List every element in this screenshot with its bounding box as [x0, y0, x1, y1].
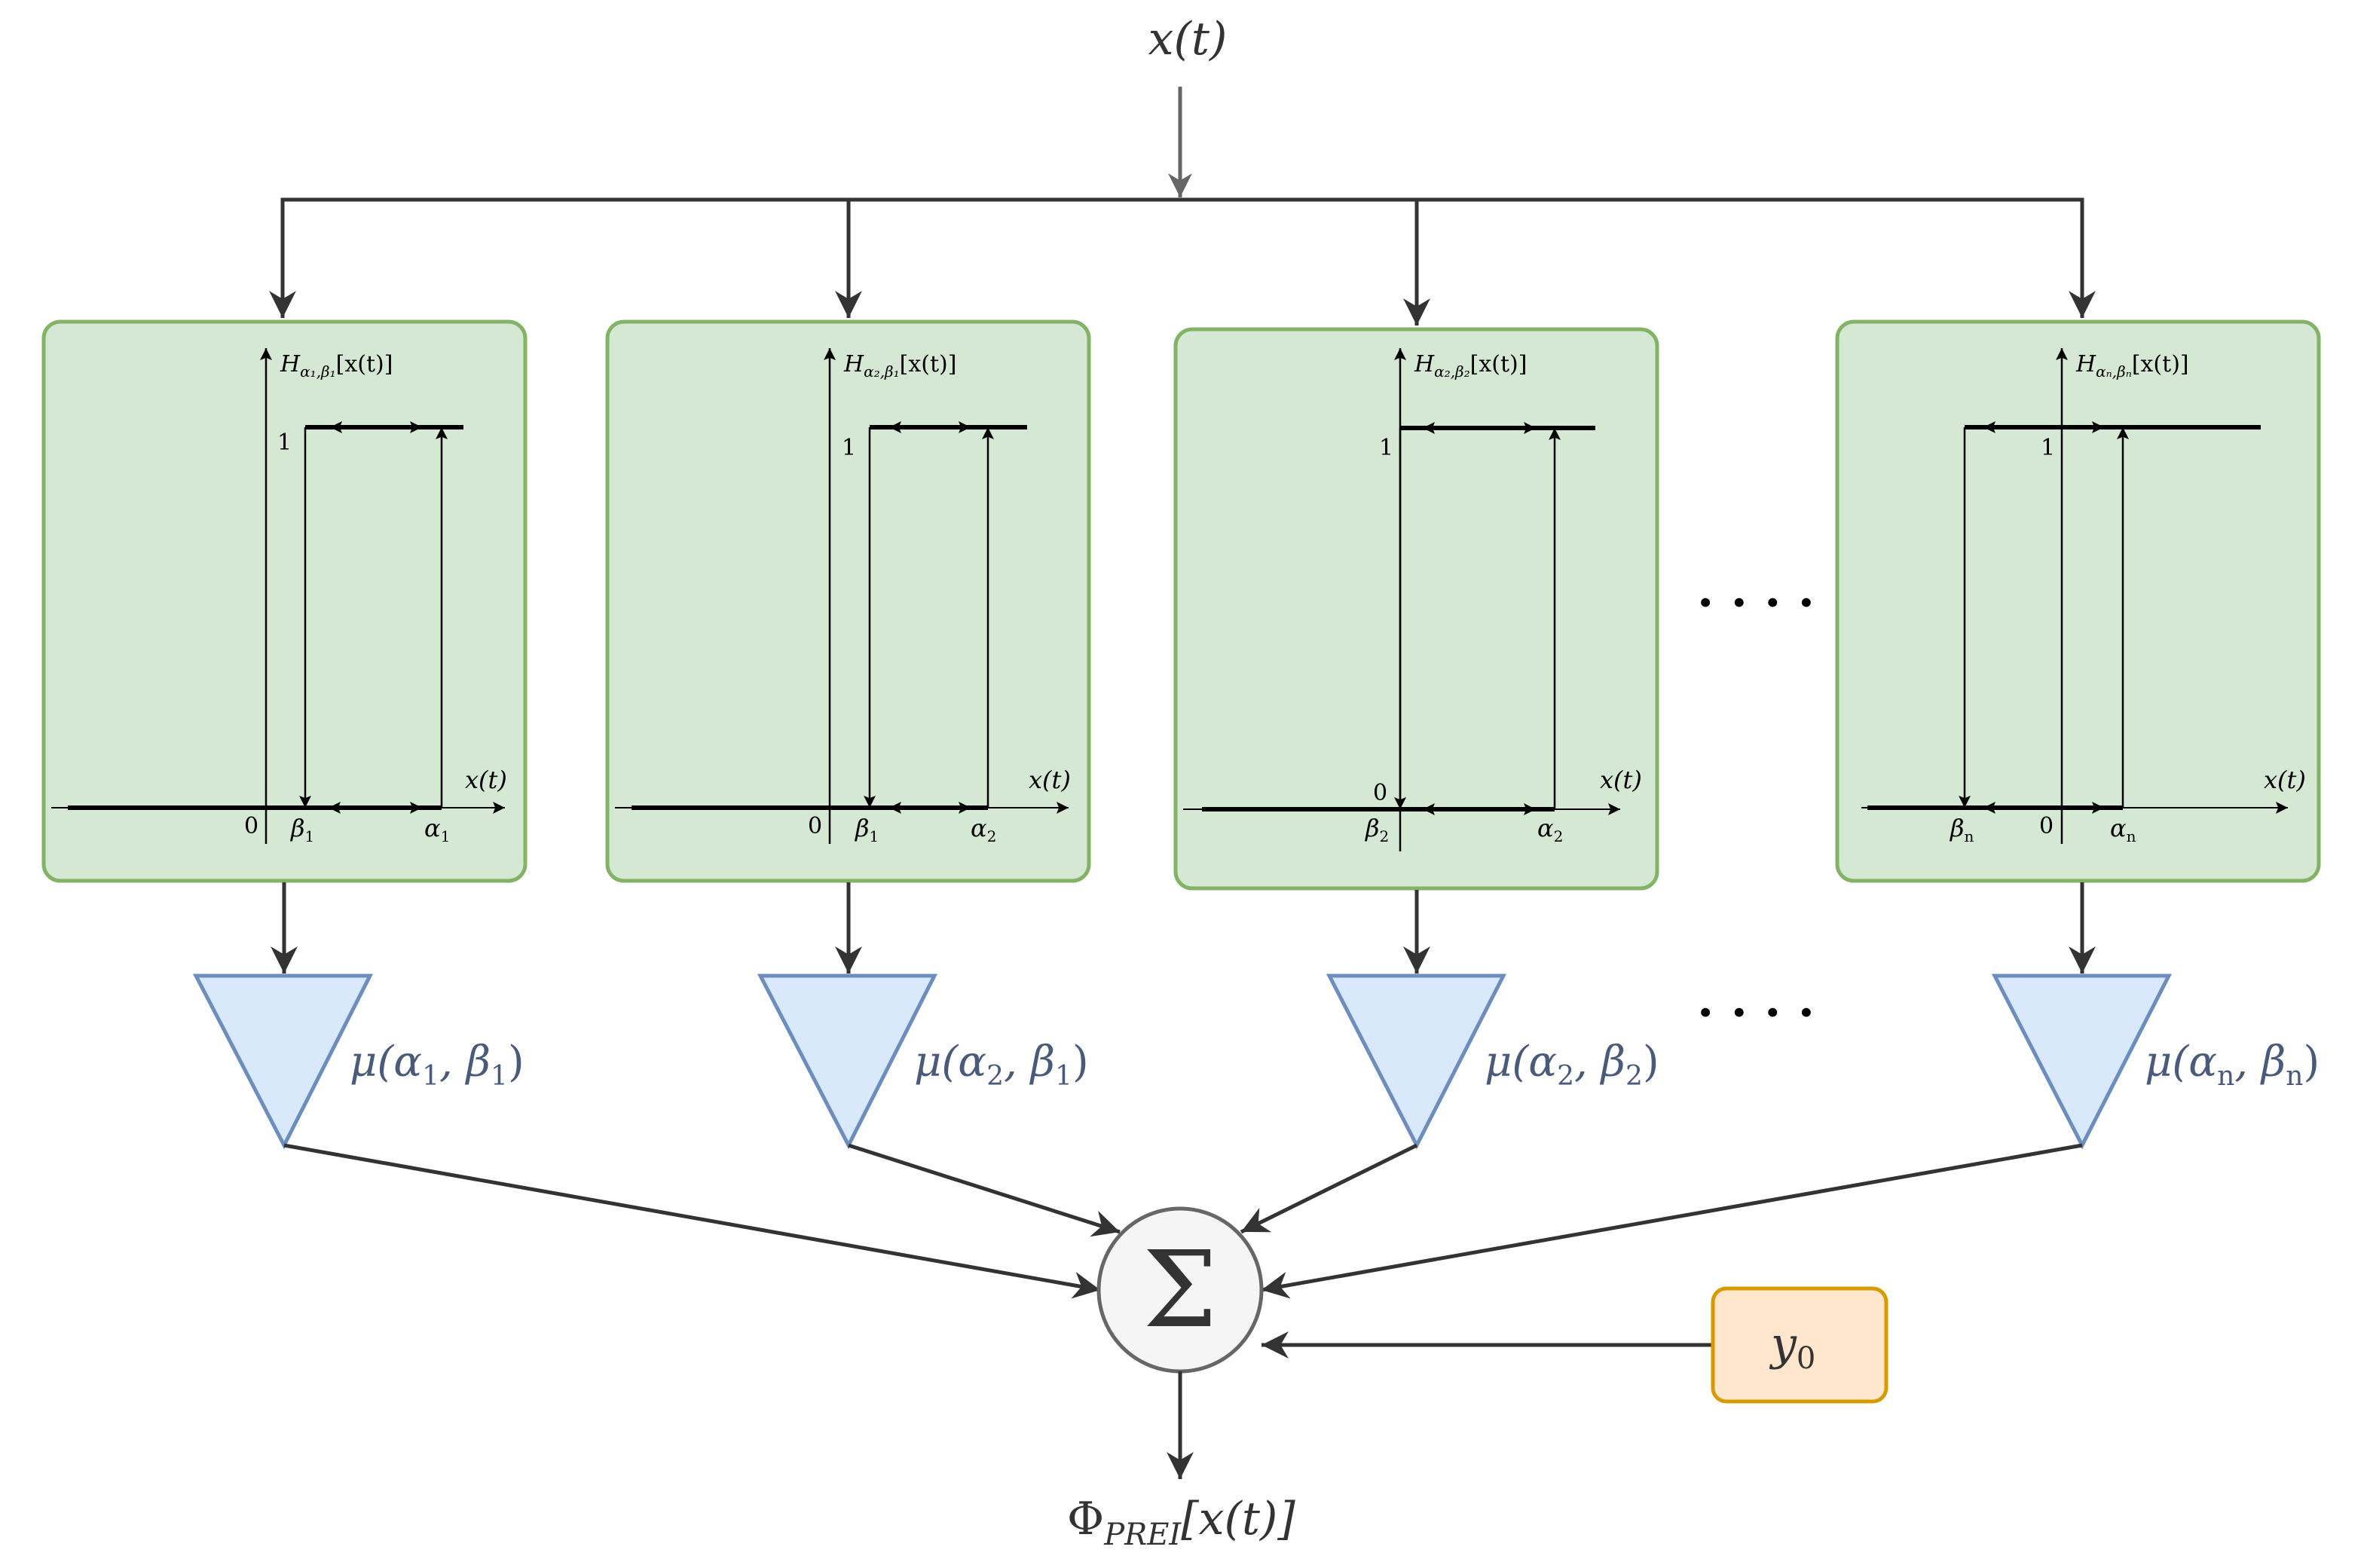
ellipsis-panels: · · · ·	[1697, 575, 1815, 631]
relay-panel-3	[1173, 327, 1659, 891]
gain-to-sum-4	[1261, 1143, 2083, 1299]
level-one-label: 1	[2041, 435, 2055, 461]
relay-plot-4: Hαₙ,βₙ[x(t)] 1 0 x(t) βn αn	[1861, 348, 2306, 845]
gain-label-4: μ(αn, βn)	[2145, 1038, 2320, 1092]
beta-label: β1	[290, 814, 314, 845]
ellipsis-gains: · · · ·	[1697, 985, 1815, 1041]
gain-to-sum-3	[1240, 1143, 1418, 1234]
relay-panel-1	[41, 319, 528, 883]
axis-label: x(t)	[1600, 766, 1642, 794]
sigma-symbol: Σ	[1143, 1229, 1218, 1352]
gain-label-3: μ(α2, β2)	[1485, 1038, 1659, 1092]
beta-label: β1	[855, 814, 879, 845]
gain-triangle-2	[757, 974, 938, 1150]
alpha-label: α2	[1537, 814, 1563, 845]
alpha-label: α1	[424, 814, 450, 845]
gain-label-2: μ(α2, β1)	[914, 1038, 1089, 1092]
relay-title: Hαₙ,βₙ[x(t)]	[2075, 351, 2189, 381]
offset-label: y0	[1769, 1318, 1815, 1376]
beta-label: βn	[1950, 814, 1974, 845]
gain-triangle-4	[1991, 974, 2173, 1150]
axis-label: x(t)	[1029, 766, 1071, 794]
gain-triangle-3	[1326, 974, 1507, 1150]
relay-panel-2	[605, 319, 1091, 883]
relay-title: Hα₁,β₁[x(t)]	[280, 351, 393, 381]
beta-label: β2	[1365, 814, 1389, 845]
alpha-label: αn	[2110, 814, 2136, 845]
distribution-bus	[280, 197, 2084, 305]
alpha-label: α2	[971, 814, 996, 845]
gain-triangle-1	[192, 974, 374, 1150]
relay-plot-3: Hα₂,β₂[x(t)] 1 0 x(t) β2 α2	[1183, 348, 1642, 851]
relay-plot-1: Hα₁,β₁[x(t)] 1 0 x(t) β1 α1	[51, 348, 507, 845]
relay-title: Hα₂,β₁[x(t)]	[843, 351, 956, 381]
relay-plot-2: Hα₂,β₁[x(t)] 1 0 x(t) β1 α2	[615, 348, 1071, 845]
level-one-label: 1	[842, 435, 856, 461]
output-label: ΦPREI[x(t)]	[1067, 1493, 1295, 1552]
gain-label-1: μ(α1, β1)	[350, 1038, 524, 1092]
axis-label: x(t)	[2264, 766, 2306, 794]
origin-label: 0	[244, 813, 258, 839]
origin-label: 0	[2039, 813, 2054, 839]
offset-block	[1711, 1286, 1888, 1404]
origin-label: 0	[808, 813, 822, 839]
axis-label: x(t)	[465, 766, 507, 794]
gain-to-sum-2	[848, 1143, 1121, 1237]
input-label: x(t)	[1148, 13, 1228, 66]
level-one-label: 1	[1379, 435, 1393, 461]
relay-title: Hα₂,β₂[x(t)]	[1414, 351, 1527, 381]
level-one-label: 1	[277, 429, 292, 456]
gain-to-sum-1	[283, 1143, 1101, 1299]
relay-panel-4	[1835, 319, 2321, 883]
origin-label: 0	[1373, 780, 1387, 806]
